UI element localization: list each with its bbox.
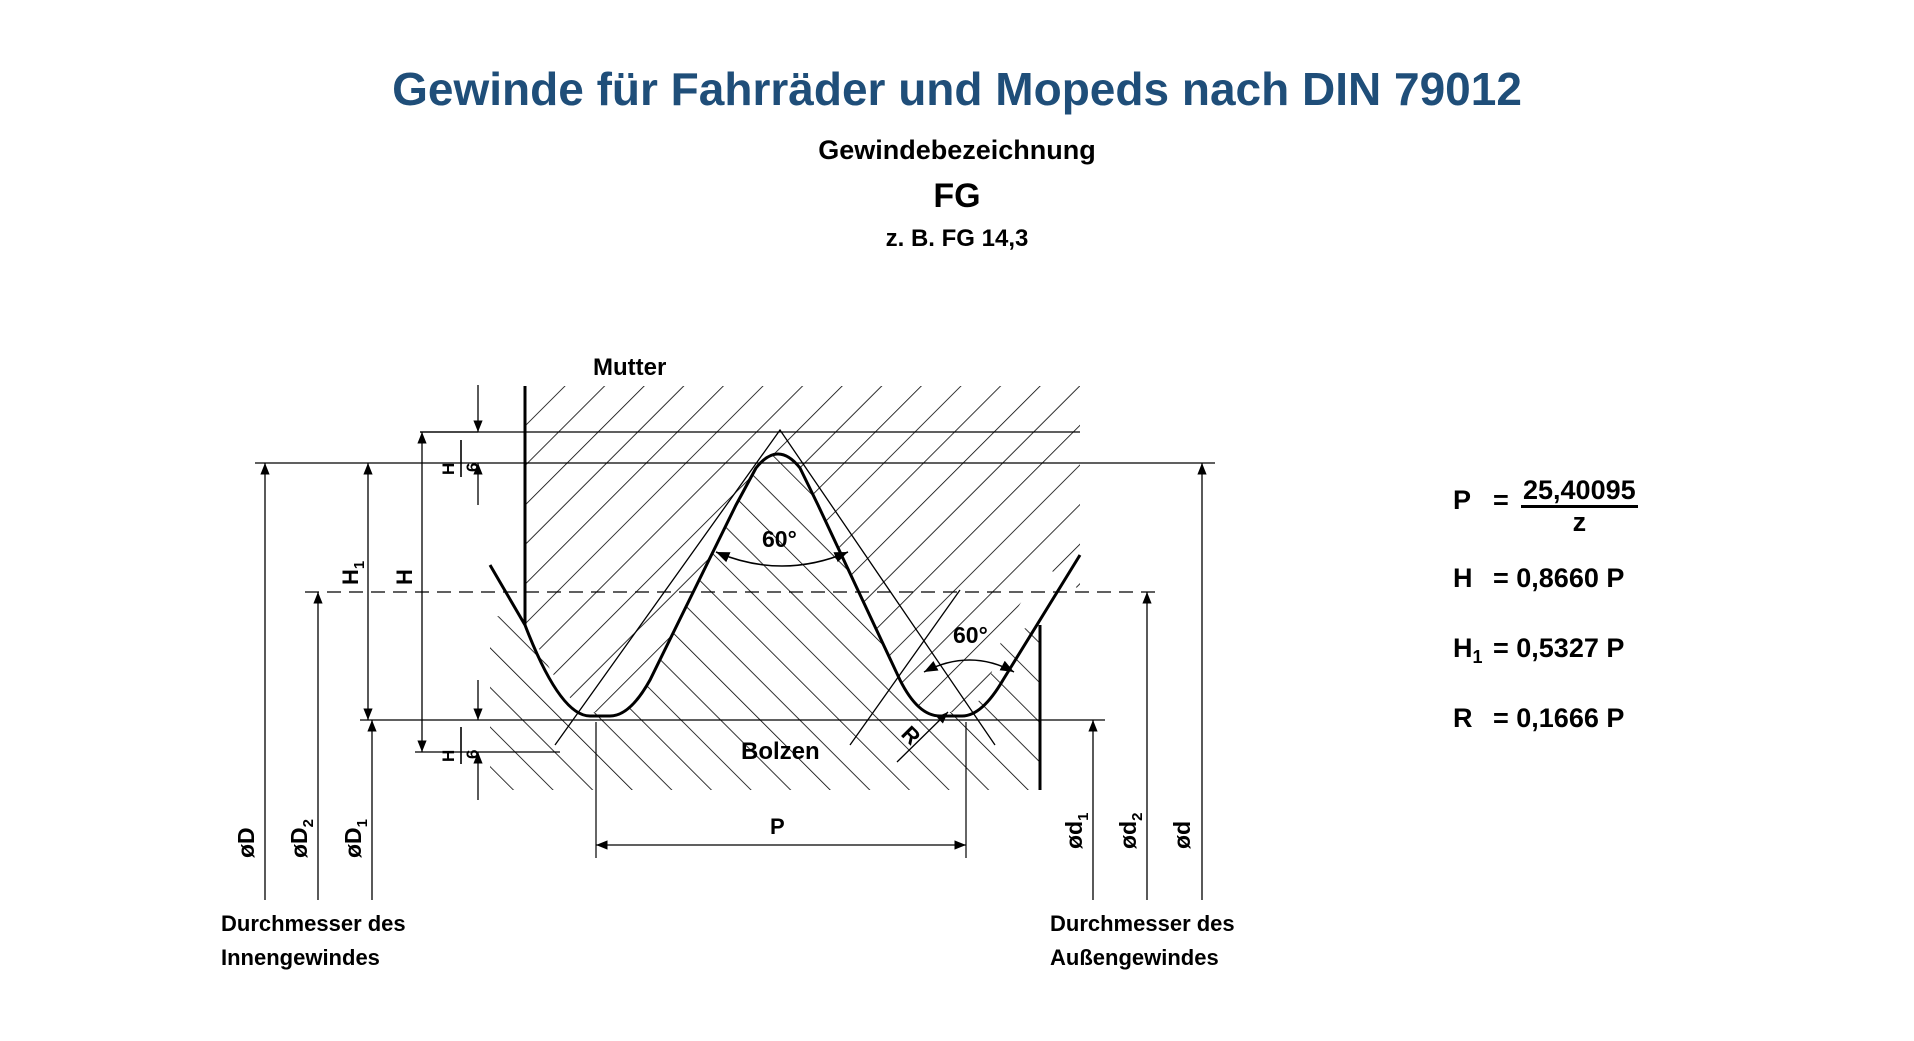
label-d2: ød2 [1115, 813, 1146, 849]
thread-designation: FG [933, 177, 981, 215]
bolt-label: Bolzen [741, 738, 820, 765]
thread-example: z. B. FG 14,3 [885, 225, 1029, 252]
angle-label-bottom: 60° [953, 622, 988, 648]
label-d1: ød1 [1061, 813, 1092, 849]
caption-inner-thread-2: Innengewindes [221, 945, 380, 970]
formula-h: H= 0,8660 P [1453, 563, 1625, 593]
caption-outer-thread-1: Durchmesser des [1050, 911, 1235, 936]
angle-arc-top [715, 551, 849, 567]
h6-bottom-label: H 6 [439, 727, 482, 764]
nut-label: Mutter [593, 354, 666, 381]
svg-text:6: 6 [463, 750, 482, 759]
basic-triangle [554, 428, 996, 746]
bolt-section [490, 453, 1040, 790]
label-D1: øD1 [340, 819, 371, 858]
formula-pitch: P= 25,40095 z [1453, 475, 1638, 537]
caption-inner-thread-1: Durchmesser des [221, 911, 406, 936]
caption-outer-thread-2: Außengewindes [1050, 945, 1219, 970]
h6-top-label: H 6 [439, 440, 482, 477]
formula-r: R= 0,1666 P [1453, 703, 1625, 733]
thread-designation-label: Gewindebezeichnung [818, 135, 1096, 165]
nut-section [525, 386, 1080, 713]
radius-leader [896, 711, 949, 763]
h1-label: H1 [338, 561, 368, 585]
pitch-fraction: 25,40095 z [1521, 475, 1638, 537]
label-D: øD [233, 827, 259, 858]
h-label: H [392, 569, 417, 585]
label-d: ød [1169, 821, 1195, 849]
page-title: Gewinde für Fahrräder und Mopeds nach DI… [392, 63, 1522, 115]
label-D2: øD2 [286, 819, 317, 858]
thread-profile-line [488, 452, 1082, 718]
angle-arc-bottom [923, 659, 1015, 673]
pitch-label: P [770, 814, 785, 839]
formula-h1: H1= 0,5327 P [1453, 633, 1625, 667]
svg-text:6: 6 [463, 463, 482, 472]
svg-text:H: H [439, 750, 458, 762]
angle-label-top: 60° [762, 526, 797, 552]
svg-text:H: H [439, 463, 458, 475]
